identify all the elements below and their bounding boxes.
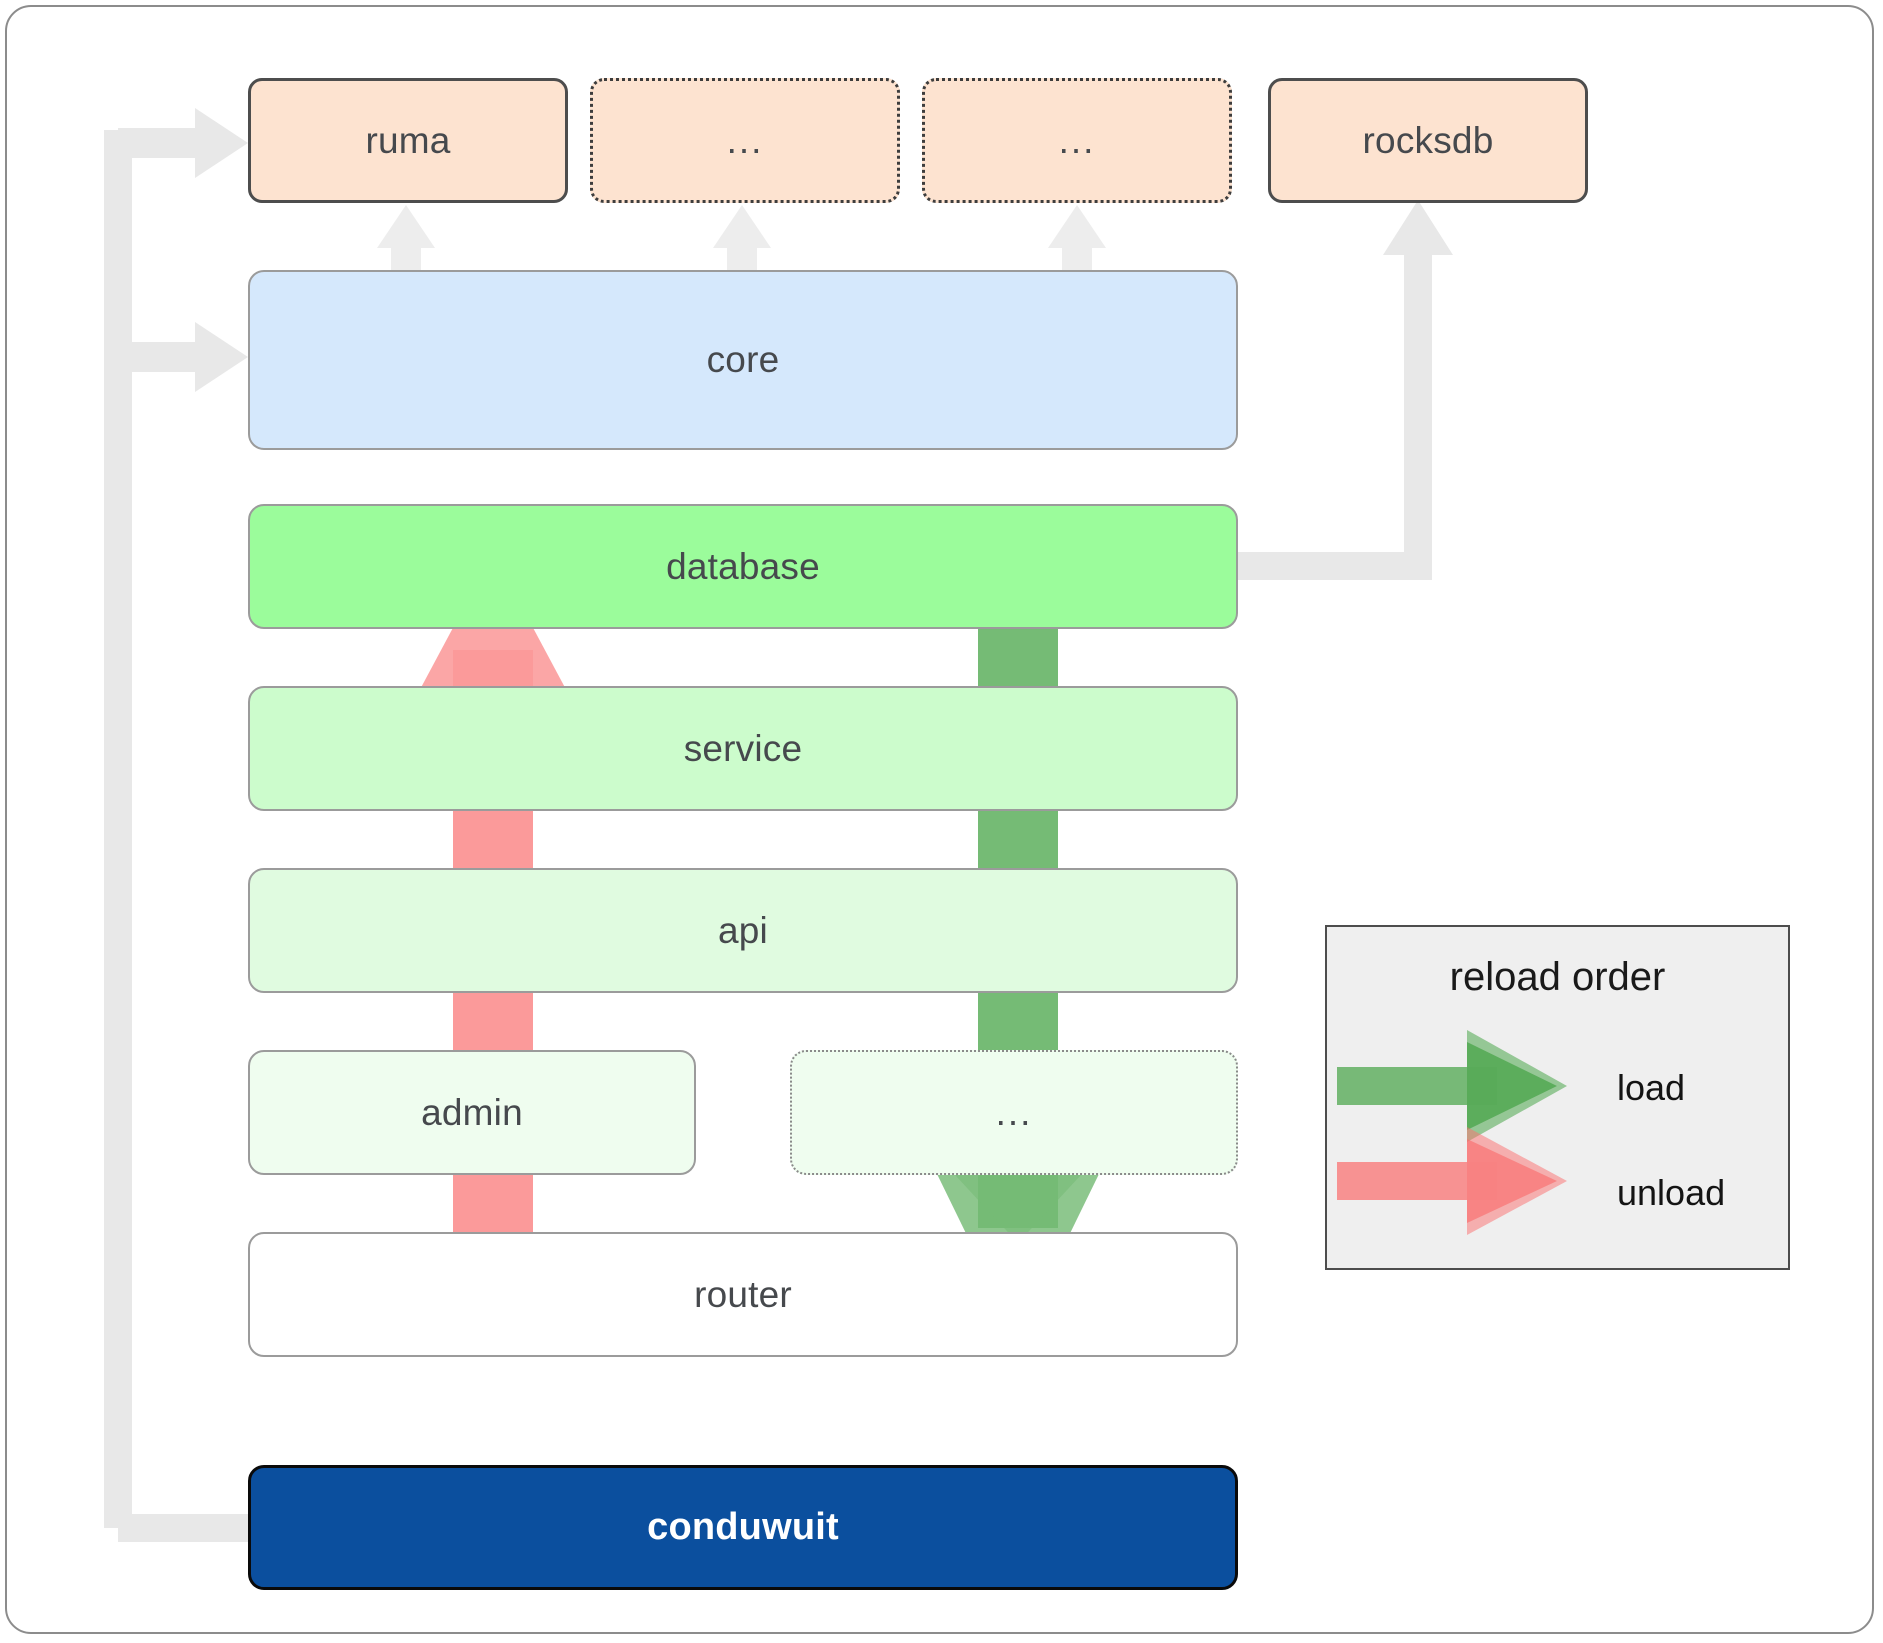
connector-to-core-arrowhead (195, 322, 248, 392)
node-admin[interactable]: admin (248, 1050, 696, 1175)
node-service[interactable]: service (248, 686, 1238, 811)
node-database[interactable]: database (248, 504, 1238, 629)
node-api-label: api (718, 909, 768, 951)
core-to-ellipsis2-arrow (1048, 205, 1106, 280)
node-ellipsis-top-1[interactable]: ... (590, 78, 900, 203)
node-conduwuit-label: conduwuit (647, 1506, 839, 1548)
node-rocksdb-label: rocksdb (1362, 119, 1494, 161)
node-conduwuit[interactable]: conduwuit (248, 1465, 1238, 1590)
node-service-label: service (683, 727, 803, 769)
node-ellipsis-top-2-label: ... (1058, 119, 1096, 161)
legend-panel: reload order load unload (1325, 925, 1790, 1270)
node-ruma[interactable]: ruma (248, 78, 568, 203)
node-database-label: database (666, 545, 820, 587)
node-ruma-label: ruma (365, 119, 451, 161)
connector-to-ruma-arrowhead (195, 108, 248, 178)
node-api[interactable]: api (248, 868, 1238, 993)
legend-label-unload: unload (1617, 1172, 1726, 1213)
node-ellipsis-admin-row-label: ... (995, 1091, 1033, 1133)
node-ellipsis-top-2[interactable]: ... (922, 78, 1232, 203)
node-ellipsis-top-1-label: ... (726, 119, 764, 161)
legend-label-load: load (1617, 1067, 1686, 1108)
node-admin-label: admin (421, 1091, 523, 1133)
node-core-label: core (706, 339, 780, 380)
connector-database-to-rocksdb-arrowhead (1383, 200, 1453, 255)
connector-database-to-rocksdb-line (1238, 245, 1432, 580)
core-to-ruma-arrow (377, 205, 435, 280)
connector-group (104, 108, 1453, 1542)
legend-unload-arrow-icon (1337, 1127, 1567, 1235)
core-to-ellipsis1-arrow (713, 205, 771, 280)
node-ellipsis-admin-row[interactable]: ... (790, 1050, 1238, 1175)
node-rocksdb[interactable]: rocksdb (1268, 78, 1588, 203)
legend-load-arrow-icon (1337, 1030, 1567, 1142)
node-core[interactable]: core (248, 270, 1238, 450)
node-router-label: router (694, 1273, 792, 1315)
legend-title: reload order (1449, 955, 1666, 999)
legend-arrow-icons (1337, 1030, 1567, 1235)
core-to-external-arrows (377, 205, 1106, 280)
node-router[interactable]: router (248, 1232, 1238, 1357)
